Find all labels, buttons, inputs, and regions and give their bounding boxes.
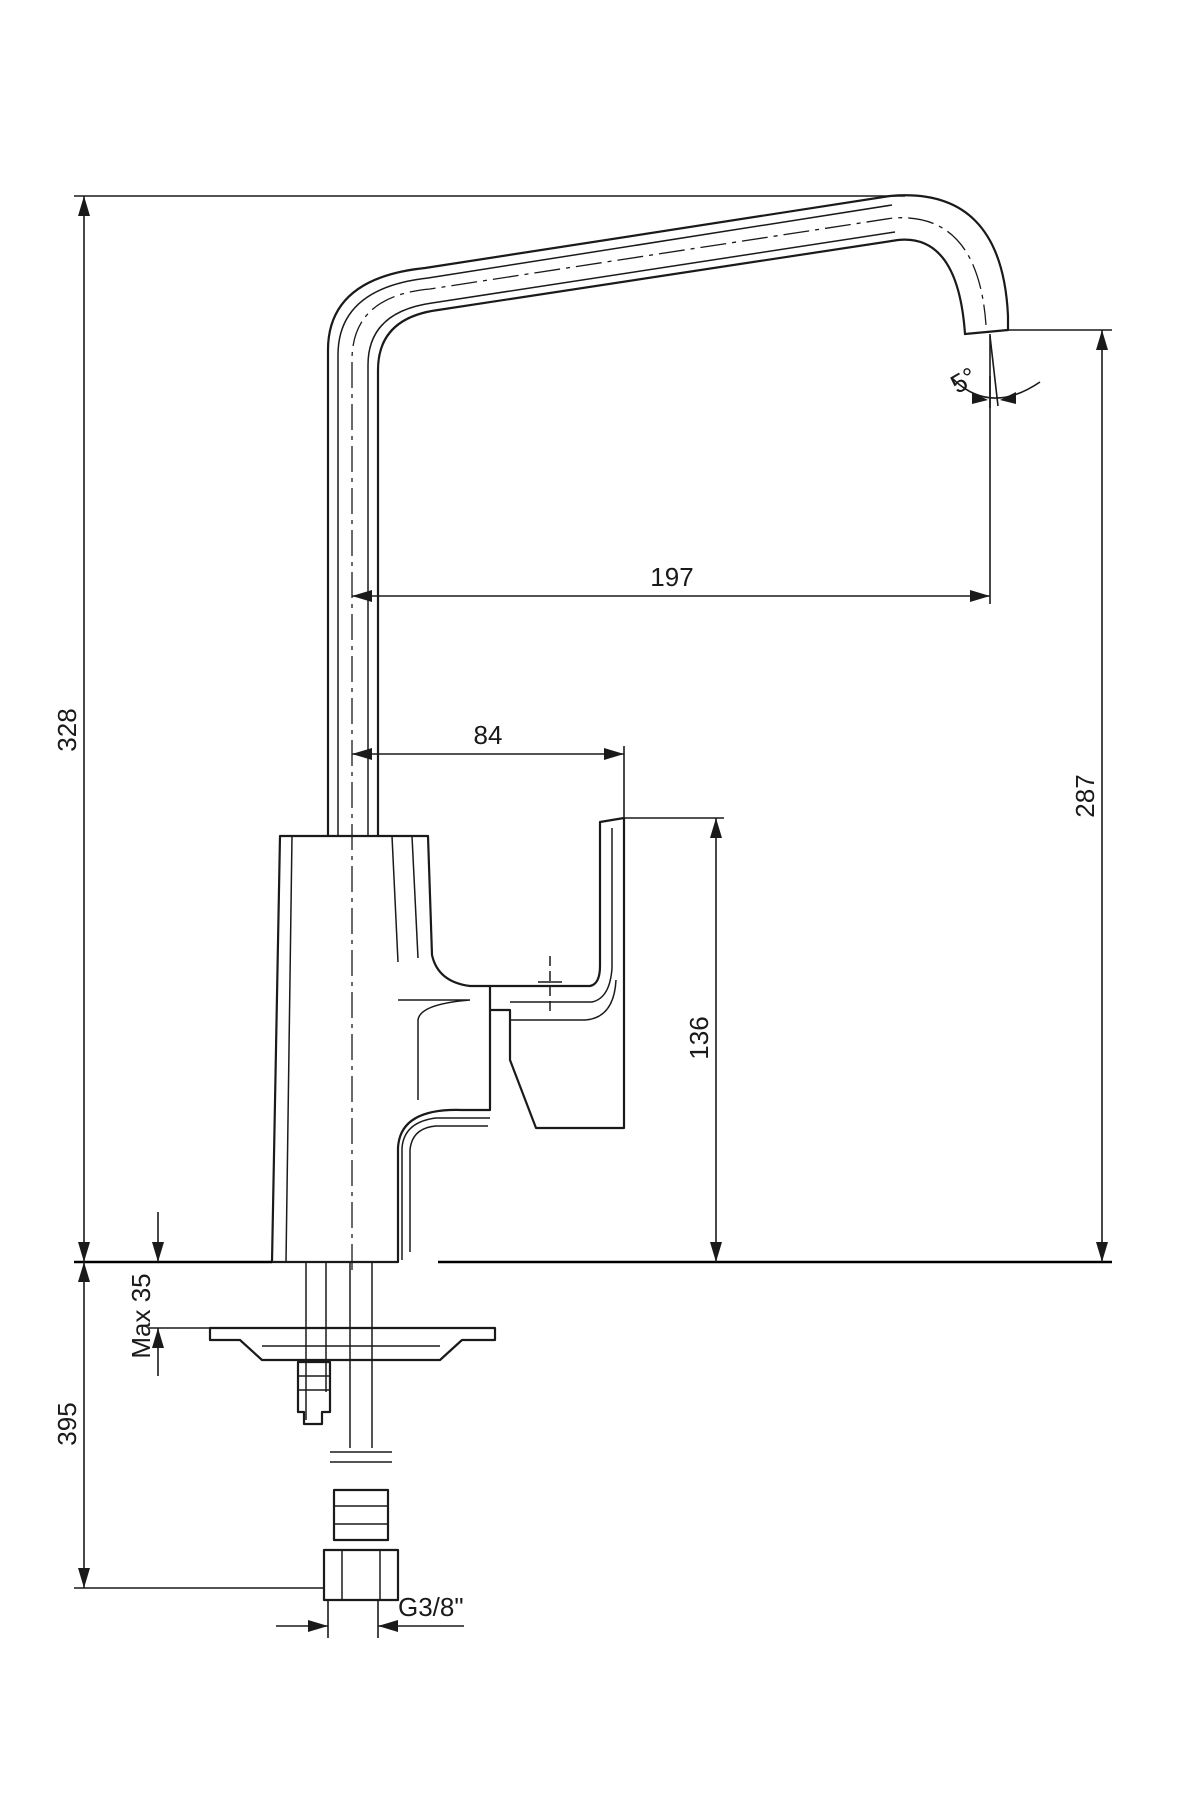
dimension-connection-thread: G3/8" [276,1592,464,1638]
spout-outlet [963,314,1010,336]
arrow-left [972,392,988,404]
mixer-body [270,834,492,1264]
mounting-plate [208,1326,497,1362]
angle-outlet-line [989,335,999,407]
arrow-left [308,1620,328,1632]
dimension-outlet-height: 287 [1008,329,1112,1262]
below-deck-length-label: 395 [52,1402,82,1445]
arrow-left [352,590,372,602]
dimension-lever-reach: 84 [352,720,625,820]
mounting-assembly [208,1262,497,1602]
dimension-outlet-angle: 5° [945,334,1041,408]
supply-hose-break [330,1451,392,1463]
arrow-right [604,748,624,760]
dimension-below-deck-length: 395 [52,1262,324,1589]
body-notch [398,999,471,1100]
arrow-bottom [78,1568,90,1588]
dimension-total-height: 328 [52,195,905,1262]
connection-thread-label: G3/8" [398,1592,464,1622]
body-taper-line-1 [285,835,293,1263]
arrow-top [78,1262,90,1282]
spout-inner-outline [376,238,967,838]
spout-outer-outline [326,194,1010,838]
body-taper-line-3 [411,835,419,959]
body-side-line [401,1117,490,1260]
lever-handle [488,816,626,1130]
arrow-bottom [152,1328,164,1348]
connection-nut [322,1548,400,1602]
arrow-right [378,1620,398,1632]
arrow-top [152,1242,164,1262]
arrow-bottom [78,1242,90,1262]
arrow-bottom [1096,1242,1108,1262]
arrow-right [1000,392,1016,404]
spout-inner-tube-line [367,231,896,836]
arrow-top [78,196,90,216]
dimension-max-deck-thickness: Max 35 [126,1212,210,1376]
arrow-left [352,748,372,760]
arrow-top [710,818,722,838]
body-outline [270,834,492,1264]
lever-inner-line-2 [510,979,617,1021]
outlet-height-label: 287 [1070,774,1100,817]
spout-centerline [351,217,987,1270]
body-notch-2 [409,1125,488,1252]
hose-crimp [332,1488,390,1542]
lever-outline [488,816,626,1130]
arrow-bottom [710,1242,722,1262]
hose-stud [296,1360,332,1426]
arrow-right [970,590,990,602]
angle-arc [951,377,1041,399]
arrow-top [1096,330,1108,350]
spout-reach-label: 197 [650,562,693,592]
dimension-spout-reach: 197 [352,376,991,604]
body-taper-line-2 [391,835,399,963]
total-height-label: 328 [52,708,82,751]
lever-inner-line [510,828,613,1003]
spout [326,194,1010,1270]
spout-outer-tube-line [337,204,893,836]
lever-reach-label: 84 [474,720,503,750]
max-deck-thickness-label: Max 35 [126,1273,156,1358]
dimension-lever-height: 136 [624,817,724,1262]
lever-height-label: 136 [684,1016,714,1059]
